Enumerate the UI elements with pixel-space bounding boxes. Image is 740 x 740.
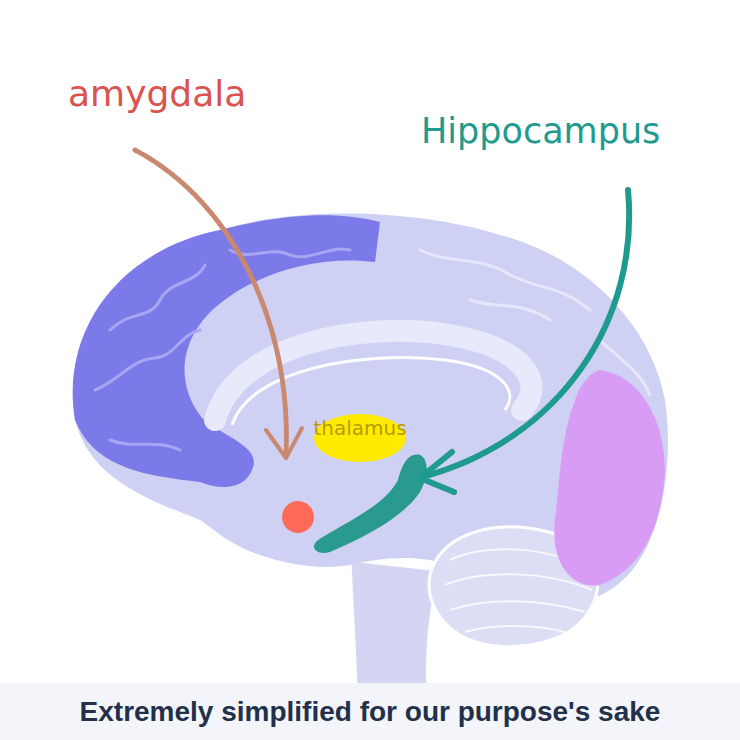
structure-label: Hippocampus xyxy=(421,110,660,152)
amygdala-arrowhead xyxy=(266,428,302,458)
cerebrum xyxy=(73,214,668,602)
brain-stem xyxy=(350,560,440,690)
hippocampus-leader xyxy=(422,190,629,477)
structure-label: thalamus xyxy=(313,416,406,440)
hippocampus-arrowhead xyxy=(420,452,454,492)
structure-label: amygdala xyxy=(68,72,246,115)
thalamus-shape xyxy=(314,414,406,462)
occipital-lobe xyxy=(554,370,665,586)
caption: Extremely simplified for our purpose's s… xyxy=(80,695,661,729)
hippocampus-shape xyxy=(314,455,427,553)
amygdala-leader xyxy=(135,150,286,455)
amygdala-shape xyxy=(282,501,314,533)
corpus-callosum xyxy=(215,331,532,420)
